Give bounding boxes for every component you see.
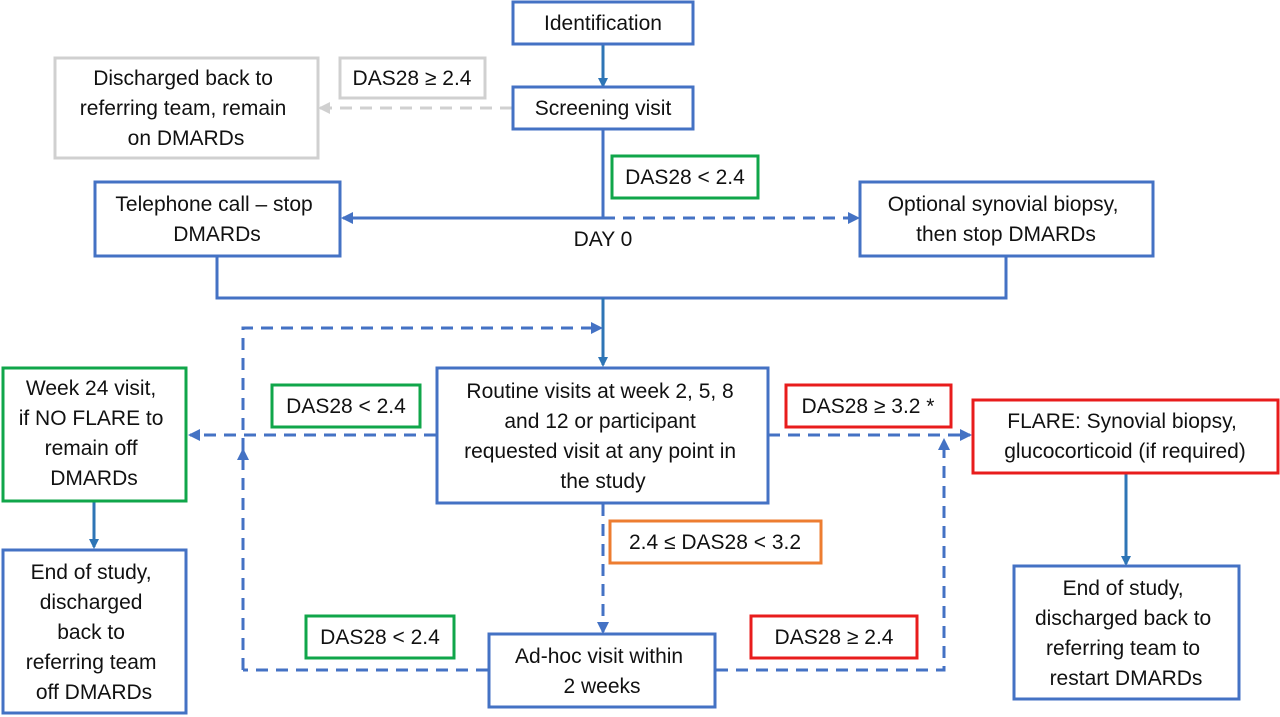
svg-text:End of study, discharged: End of study, discharged back to referri… bbox=[1035, 577, 1217, 690]
routine-line: Routine visits at week 2, 5, 8 bbox=[466, 380, 733, 403]
connectors bbox=[89, 44, 1131, 672]
label-das-between: 2.4 ≤ DAS28 < 3.2 bbox=[608, 519, 823, 565]
screening-line: Screening visit bbox=[535, 97, 672, 120]
svg-text:DAS28 < 2.4: DAS28 < 2.4 bbox=[625, 166, 745, 189]
svg-text:Routine visits at week 2, 5, 8: Routine visits at week 2, 5, 8 and 12 or… bbox=[464, 380, 742, 493]
label-das-ge-32: DAS28 ≥ 3.2 * bbox=[784, 383, 953, 429]
loop-right-to-flare bbox=[716, 438, 950, 672]
end-restart-line: discharged back to bbox=[1035, 607, 1211, 630]
flare-line: glucocorticoid (if required) bbox=[1004, 440, 1246, 463]
label-das-ge-24-top: DAS28 ≥ 2.4 bbox=[338, 56, 487, 100]
week24-line: DMARDs bbox=[50, 467, 138, 490]
node-discharged-remain: Discharged back to referring team, remai… bbox=[53, 56, 320, 160]
optional-biopsy-line: then stop DMARDs bbox=[916, 223, 1096, 246]
svg-text:FLARE: Synovial biopsy,: FLARE: Synovial biopsy, glucocorticoid (… bbox=[1004, 410, 1246, 463]
routine-line: and 12 or participant bbox=[504, 410, 696, 433]
node-end-restart-dmards: End of study, discharged back to referri… bbox=[1012, 564, 1241, 701]
svg-text:DAS28 < 2.4: DAS28 < 2.4 bbox=[286, 395, 406, 418]
end-off-line: referring team bbox=[26, 651, 157, 674]
end-off-line: off DMARDs bbox=[36, 681, 152, 704]
label-das-lt-24-left: DAS28 < 2.4 bbox=[270, 383, 422, 429]
telephone-line: Telephone call – stop bbox=[115, 193, 312, 216]
svg-text:DAS28 ≥ 2.4: DAS28 ≥ 2.4 bbox=[353, 67, 472, 90]
svg-text:Week 24 visit, if NO FLA: Week 24 visit, if NO FLARE to remain off… bbox=[19, 377, 170, 490]
node-adhoc-visit: Ad-hoc visit within 2 weeks bbox=[487, 632, 717, 709]
node-optional-biopsy: Optional synovial biopsy, then stop DMAR… bbox=[858, 180, 1155, 258]
week24-line: if NO FLARE to bbox=[19, 407, 164, 430]
svg-text:Screening visit: Screening visit bbox=[535, 97, 672, 120]
svg-text:Discharged back to refer: Discharged back to referring team, remai… bbox=[80, 67, 292, 150]
routine-line: the study bbox=[560, 470, 646, 493]
svg-text:Optional synovial biopsy,: Optional synovial biopsy, then stop DMAR… bbox=[888, 193, 1125, 246]
identification-line: Identification bbox=[544, 12, 662, 35]
svg-text:DAS28 ≥ 2.4: DAS28 ≥ 2.4 bbox=[775, 626, 894, 649]
node-telephone-call: Telephone call – stop DMARDs bbox=[93, 180, 342, 258]
node-routine-visits: Routine visits at week 2, 5, 8 and 12 or… bbox=[435, 366, 770, 505]
label-day0: DAY 0 bbox=[574, 228, 633, 251]
discharged-remain-line: on DMARDs bbox=[128, 127, 245, 150]
svg-text:Identification: Identification bbox=[544, 12, 662, 35]
svg-text:2.4 ≤ DAS28 < 3.2: 2.4 ≤ DAS28 < 3.2 bbox=[629, 531, 801, 554]
end-restart-line: restart DMARDs bbox=[1050, 667, 1203, 690]
routine-line: requested visit at any point in bbox=[464, 440, 736, 463]
adhoc-line: 2 weeks bbox=[563, 675, 640, 698]
end-off-line: back to bbox=[57, 621, 125, 644]
label-das-lt-24-top: DAS28 < 2.4 bbox=[610, 154, 760, 200]
end-off-line: End of study, bbox=[31, 561, 152, 584]
node-screening-visit: Screening visit bbox=[511, 85, 695, 131]
svg-text:End of study, discharged: End of study, discharged back to referri… bbox=[26, 561, 163, 704]
node-end-off-dmards: End of study, discharged back to referri… bbox=[1, 548, 188, 715]
svg-text:DAS28 < 2.4: DAS28 < 2.4 bbox=[320, 626, 440, 649]
end-restart-line: referring team to bbox=[1046, 637, 1200, 660]
svg-text:DAS28 ≥ 3.2 *: DAS28 ≥ 3.2 * bbox=[802, 395, 935, 418]
end-restart-line: End of study, bbox=[1063, 577, 1184, 600]
merge-line bbox=[215, 256, 1008, 300]
label-das-ge-24-bottom: DAS28 ≥ 2.4 bbox=[749, 614, 919, 660]
node-flare: FLARE: Synovial biopsy, glucocorticoid (… bbox=[971, 398, 1280, 475]
end-off-line: discharged bbox=[40, 591, 143, 614]
flare-line: FLARE: Synovial biopsy, bbox=[1007, 410, 1237, 433]
discharged-remain-line: Discharged back to bbox=[93, 67, 273, 90]
week24-line: Week 24 visit, bbox=[26, 377, 156, 400]
adhoc-line: Ad-hoc visit within bbox=[515, 645, 683, 668]
node-week24-visit: Week 24 visit, if NO FLARE to remain off… bbox=[1, 366, 188, 503]
optional-biopsy-line: Optional synovial biopsy, bbox=[888, 193, 1119, 216]
discharged-remain-line: referring team, remain bbox=[80, 97, 287, 120]
svg-text:Ad-hoc visit within 2 we: Ad-hoc visit within 2 weeks bbox=[515, 645, 689, 698]
loop-left-return bbox=[241, 322, 603, 670]
node-identification: Identification bbox=[511, 0, 695, 46]
week24-line: remain off bbox=[45, 437, 138, 460]
svg-text:Telephone call – stop DM: Telephone call – stop DMARDs bbox=[115, 193, 318, 246]
telephone-line: DMARDs bbox=[173, 223, 261, 246]
label-das-lt-24-bottom: DAS28 < 2.4 bbox=[304, 614, 456, 660]
